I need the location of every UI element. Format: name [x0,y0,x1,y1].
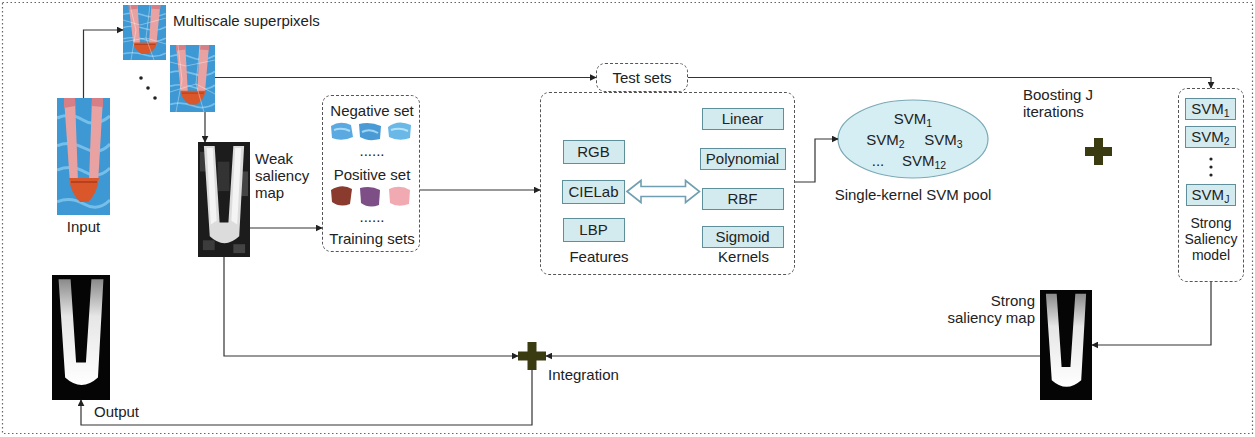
input-image: Input [57,98,110,215]
box-label: SVMJ [1192,186,1230,203]
boosting-plus: Boosting J iterations [1085,138,1112,165]
training-set-box: Negative set...... Positive set...... Trai… [322,95,420,252]
kernel-box: Sigmoid [702,226,784,248]
label-text: ...... [323,142,421,159]
connector-arrow [224,257,518,356]
connector-arrow [84,30,124,98]
label-text: Strong Saliency model [1180,215,1242,263]
input-photo [57,98,110,215]
box-label: RBF [728,190,758,207]
label-text: SVM3 [916,131,971,148]
box-label: Polynomial [706,150,779,167]
kernel-box: RBF [702,188,784,210]
label-text: Training sets [323,230,421,247]
feature-kernel-box: Features Kernels RGB CIELabLBP LinearPolynom… [540,92,795,275]
negative-patches [331,122,411,140]
box-label: Sigmoid [715,228,769,245]
connector-arrow [1092,282,1211,345]
label-text: Integration [548,366,638,383]
double-arrow [627,181,700,203]
label-text: ...... [323,208,421,225]
kernel-box: Polynomial [700,148,786,170]
positive-patches [331,186,410,206]
output-image: Output [52,275,110,400]
box-label: SVM2 [1191,128,1229,145]
integration-plus [518,342,546,370]
label-text: Features [553,248,645,265]
feature-box: CIELab [562,180,625,204]
svm-box: SVMJ [1186,184,1236,206]
label-text: SVM1 [838,110,988,127]
connector-arrow [795,139,838,182]
connector-arrow [420,189,540,190]
label-text: Kernels [696,248,791,265]
box-label: Test sets [612,69,671,86]
ellipsis-dots [1209,157,1212,176]
box-label: RGB [577,143,610,160]
svm-pool: SVM1SVM2SVM3...SVM12Single-kernel SVM po… [838,100,988,178]
connector-arrow [250,227,322,228]
label-text: Multiscale superpixels [173,12,348,29]
label-text: ... [866,152,890,169]
connector-arrow [81,370,532,425]
label-text: Negative set [323,102,421,119]
feature-box: RGB [563,140,625,164]
strong-saliency-map: Strong saliency map [1040,290,1092,400]
label-text: Single-kernel SVM pool [828,186,998,203]
label-text: SVM12 [894,152,954,169]
kernel-box: Linear [702,108,784,130]
connector-arrow [688,78,1211,89]
strong-model-box: Strong Saliency model SVM1SVM2SVMJ [1178,88,1244,282]
connector-arrow [546,355,1040,356]
svm-box: SVM2 [1185,126,1236,148]
strong-saliency-image [1040,290,1092,400]
feature-box: LBP [563,218,625,242]
superpixel-stack: Multiscale superpixels [123,5,215,112]
label-text: Input [45,218,122,235]
label-text: SVM2 [858,131,913,148]
box-label: Linear [722,110,764,127]
weak-saliency-image [198,142,250,257]
connector-arrow [204,112,205,142]
label-text: Weak saliency map [255,150,317,201]
label-text: Positive set [323,166,421,183]
outer-border [3,3,1253,434]
test-set-box: Test sets [596,63,688,92]
output-image [52,275,110,400]
integration-plus: Integration [518,342,546,370]
boosting-plus [1085,138,1112,165]
svm-box: SVM1 [1185,98,1236,120]
box-label: SVM1 [1191,100,1229,117]
label-text: Boosting J iterations [1023,86,1103,120]
box-label: CIELab [568,183,618,200]
label-text: Strong saliency map [940,292,1035,326]
connector-arrow [215,77,596,78]
label-text: Output [94,403,164,420]
weak-saliency-map: Weak saliency map [198,142,250,257]
svm-pool-ellipse [838,100,988,178]
box-label: LBP [579,221,607,238]
